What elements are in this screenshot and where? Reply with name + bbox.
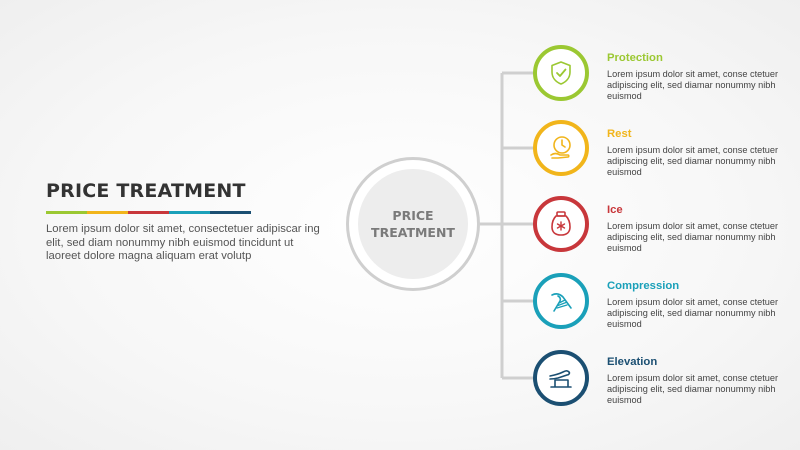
step-circle-compression (533, 273, 589, 329)
connector-group (480, 71, 535, 380)
title-color-strip (46, 211, 251, 214)
elevated-leg-icon (549, 370, 572, 388)
step-description: Lorem ipsum dolor sit amet, conse ctetue… (607, 145, 779, 177)
shield-check-icon (551, 61, 571, 85)
step-title: Ice (607, 204, 623, 216)
step-description: Lorem ipsum dolor sit amet, conse ctetue… (607, 373, 779, 405)
step-title: Rest (607, 128, 632, 140)
step-description: Lorem ipsum dolor sit amet, conse ctetue… (607, 221, 779, 253)
strip-segment-5 (210, 211, 251, 214)
step-title: Elevation (607, 356, 658, 368)
compression-bandage-icon (551, 293, 572, 312)
step-title: Compression (607, 280, 680, 292)
title-block: PRICE TREATMENT Lorem ipsum dolor sit am… (46, 180, 336, 264)
step-text-ice: Ice Lorem ipsum dolor sit amet, conse ct… (607, 204, 787, 254)
step-circle-protection (533, 45, 589, 101)
step-text-compression: Compression Lorem ipsum dolor sit amet, … (607, 280, 787, 330)
step-description: Lorem ipsum dolor sit amet, conse ctetue… (607, 297, 779, 329)
strip-segment-1 (46, 211, 87, 214)
step-description: Lorem ipsum dolor sit amet, conse ctetue… (607, 69, 779, 101)
strip-segment-2 (87, 211, 128, 214)
strip-segment-4 (169, 211, 210, 214)
step-title: Protection (607, 52, 663, 64)
step-text-rest: Rest Lorem ipsum dolor sit amet, conse c… (607, 128, 787, 178)
step-text-protection: Protection Lorem ipsum dolor sit amet, c… (607, 52, 787, 102)
center-label: PRICE TREATMENT (371, 208, 455, 240)
step-circle-rest (533, 120, 589, 176)
step-text-elevation: Elevation Lorem ipsum dolor sit amet, co… (607, 356, 787, 406)
center-hub: PRICE TREATMENT (346, 157, 480, 291)
clock-hand-icon (550, 136, 571, 159)
page-title: PRICE TREATMENT (46, 180, 246, 202)
step-circle-ice (533, 196, 589, 252)
center-hub-inner: PRICE TREATMENT (358, 169, 468, 279)
strip-segment-3 (128, 211, 169, 214)
title-description: Lorem ipsum dolor sit amet, consectetuer… (46, 223, 320, 262)
ice-pack-icon (551, 211, 571, 236)
step-circle-elevation (533, 350, 589, 406)
